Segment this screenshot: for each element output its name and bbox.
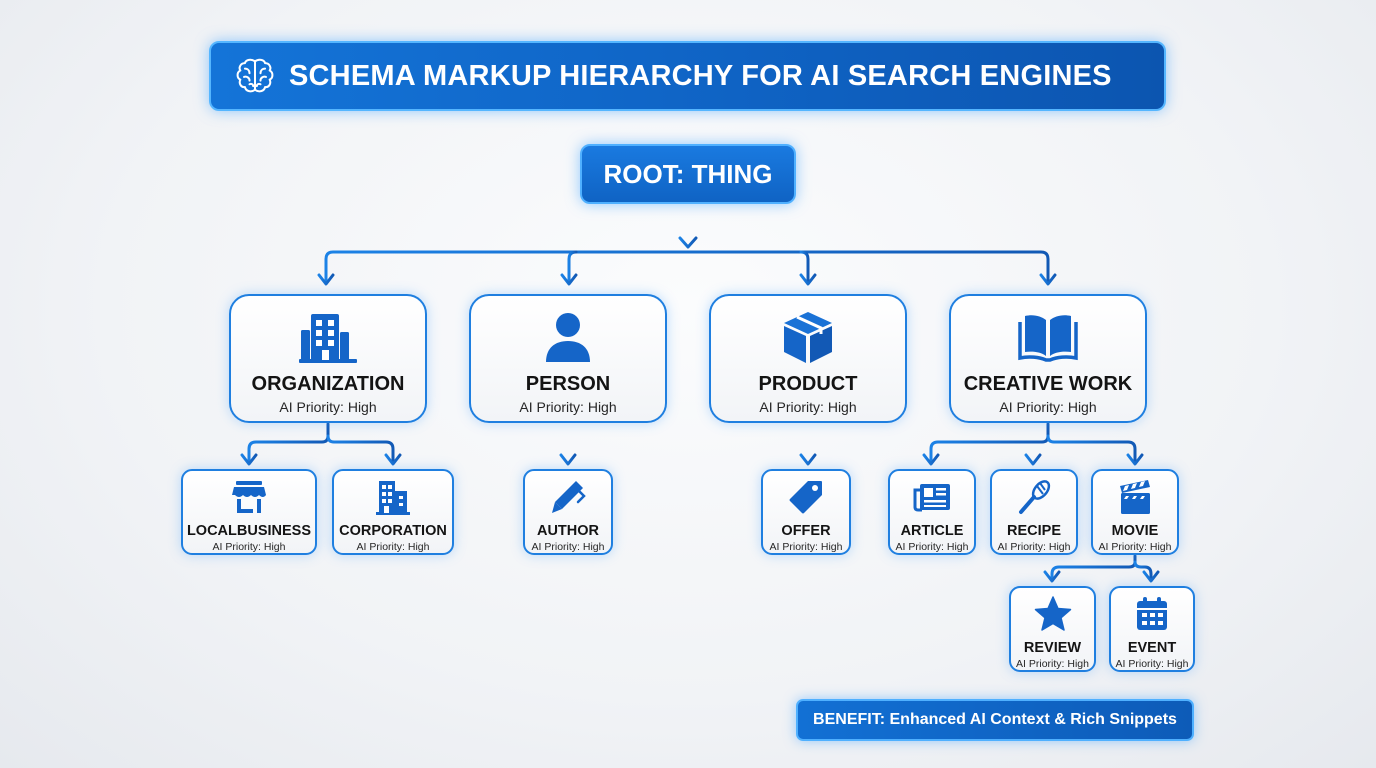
benefit-banner: BENEFIT: Enhanced AI Context & Rich Snip… — [796, 699, 1194, 741]
node-name: LOCALBUSINESS — [186, 523, 312, 539]
priority-label: AI Priority: High — [759, 399, 857, 415]
storefront-icon — [232, 481, 266, 513]
node-creative-work: CREATIVE WORK AI Priority: High — [949, 294, 1147, 423]
node-organization: ORGANIZATION AI Priority: High — [229, 294, 427, 423]
root-label: ROOT: THING — [603, 158, 773, 189]
node-name: CREATIVE WORK — [963, 373, 1133, 395]
priority-label: AI Priority: High — [999, 399, 1097, 415]
whisk-icon — [1019, 480, 1051, 514]
priority-label: AI Priority: High — [356, 541, 430, 553]
open-book-icon — [1018, 315, 1078, 362]
clapperboard-icon — [1120, 480, 1150, 514]
node-recipe: RECIPE AI Priority: High — [990, 469, 1078, 555]
office-buildings-icon — [376, 481, 410, 515]
node-author: AUTHOR AI Priority: High — [523, 469, 613, 555]
box-icon — [784, 312, 832, 363]
node-name: PRODUCT — [758, 373, 858, 395]
node-name: PERSON — [525, 373, 611, 395]
node-name: REVIEW — [1023, 640, 1082, 656]
node-offer: OFFER AI Priority: High — [761, 469, 851, 555]
building-icon — [299, 314, 357, 363]
node-product: PRODUCT AI Priority: High — [709, 294, 907, 423]
priority-label: AI Priority: High — [1016, 658, 1089, 670]
priority-label: AI Priority: High — [769, 541, 843, 553]
benefit-text: BENEFIT: Enhanced AI Context & Rich Snip… — [813, 711, 1177, 728]
star-icon — [1034, 596, 1071, 631]
brain-icon — [236, 58, 274, 93]
node-name: EVENT — [1127, 640, 1177, 656]
calendar-icon — [1137, 597, 1167, 630]
priority-label: AI Priority: High — [1115, 658, 1189, 670]
person-icon — [546, 313, 590, 362]
priority-label: AI Priority: High — [519, 399, 617, 415]
priority-label: AI Priority: High — [279, 399, 377, 415]
node-movie: MOVIE AI Priority: High — [1091, 469, 1179, 555]
priority-label: AI Priority: High — [1098, 541, 1172, 553]
newspaper-icon — [913, 484, 950, 512]
price-tag-icon — [789, 481, 822, 514]
priority-label: AI Priority: High — [997, 541, 1071, 553]
node-localbusiness: LOCALBUSINESS AI Priority: High — [181, 469, 317, 555]
page-title: SCHEMA MARKUP HIERARCHY FOR AI SEARCH EN… — [289, 59, 1112, 92]
title-banner: SCHEMA MARKUP HIERARCHY FOR AI SEARCH EN… — [209, 41, 1166, 111]
node-name: CORPORATION — [339, 523, 447, 539]
pen-icon — [552, 481, 586, 513]
node-event: EVENT AI Priority: High — [1109, 586, 1195, 672]
node-name: OFFER — [781, 523, 831, 539]
priority-label: AI Priority: High — [531, 541, 605, 553]
node-name: ARTICLE — [900, 523, 964, 539]
node-person: PERSON AI Priority: High — [469, 294, 667, 423]
node-corporation: CORPORATION AI Priority: High — [332, 469, 454, 555]
root-node: ROOT: THING — [580, 144, 796, 204]
node-article: ARTICLE AI Priority: High — [888, 469, 976, 555]
priority-label: AI Priority: High — [895, 541, 969, 553]
priority-label: AI Priority: High — [212, 541, 286, 553]
node-name: MOVIE — [1111, 523, 1159, 539]
node-name: ORGANIZATION — [251, 373, 405, 395]
node-name: AUTHOR — [536, 523, 600, 539]
node-name: RECIPE — [1007, 523, 1061, 539]
node-review: REVIEW AI Priority: High — [1009, 586, 1096, 672]
